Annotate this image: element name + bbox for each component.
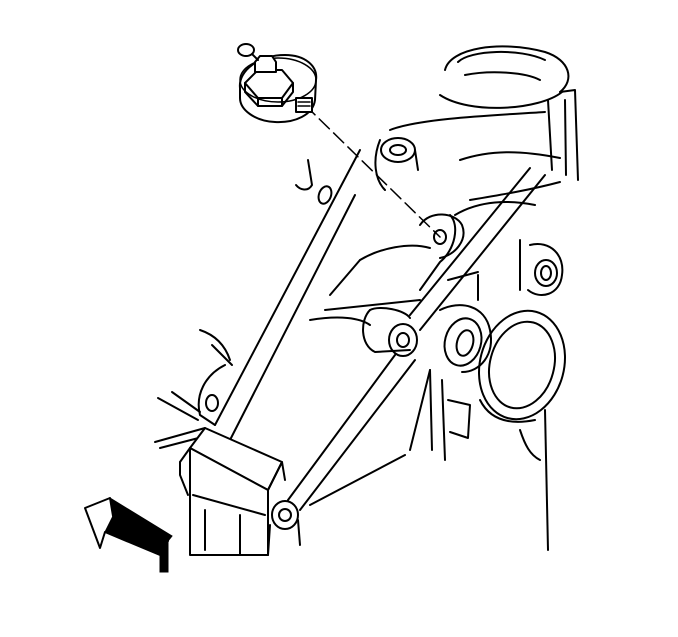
knock-sensor-icon [237, 43, 318, 124]
front-cover-block [179, 427, 286, 556]
installation-leader-line [304, 104, 441, 238]
engine-block [295, 45, 579, 551]
mounting-bracket [154, 149, 546, 556]
front-direction-arrow-icon [84, 497, 173, 573]
